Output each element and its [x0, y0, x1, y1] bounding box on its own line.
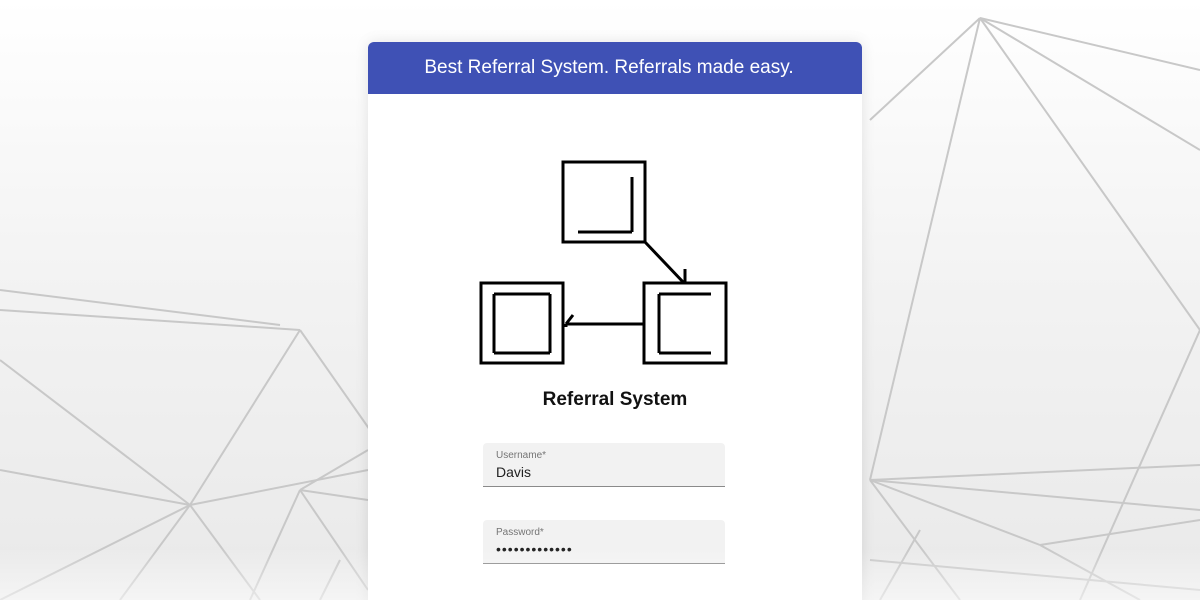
card-header: Best Referral System. Referrals made eas… — [368, 42, 862, 94]
password-field[interactable]: Password* — [483, 520, 725, 564]
login-card: Best Referral System. Referrals made eas… — [368, 42, 862, 600]
header-tagline: Best Referral System. Referrals made eas… — [424, 57, 794, 78]
password-label: Password* — [496, 527, 544, 538]
username-label: Username* — [496, 450, 547, 461]
password-input[interactable] — [496, 541, 711, 557]
referral-network-icon — [479, 160, 728, 365]
username-input[interactable] — [496, 464, 711, 480]
app-title: Referral System — [542, 389, 688, 410]
username-field[interactable]: Username* — [483, 443, 725, 487]
